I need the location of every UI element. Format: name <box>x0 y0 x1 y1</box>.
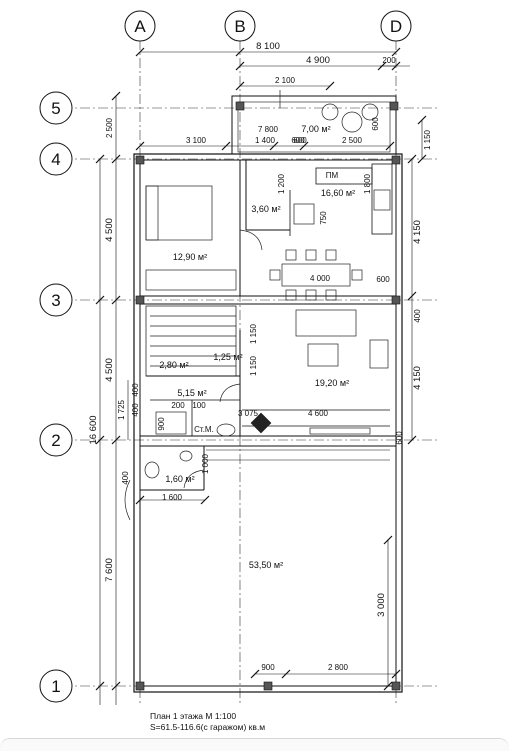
room-area-balcony: 7,00 м² <box>301 124 330 134</box>
fireplace <box>250 412 272 434</box>
axis-bubble-3 <box>39 283 73 317</box>
axis-bubble-d <box>380 10 412 42</box>
dim-overall-width: 8 100 <box>256 41 280 52</box>
dim-left-d3: 4 500 <box>104 358 115 382</box>
dining-table <box>281 263 351 287</box>
room-area-wc: 1,60 м² <box>165 474 194 484</box>
dim-inner-i6: 1 150 <box>249 355 258 376</box>
dimension-lines <box>99 51 423 705</box>
axis-label-b: B <box>234 17 245 36</box>
dim-inner-i14: 2 800 <box>328 663 349 672</box>
axis-bubble-5 <box>39 91 73 125</box>
dim-balcony-h: 7 800 <box>258 125 279 134</box>
axis-label-1: 1 <box>51 677 60 696</box>
page-bottom-edge <box>0 738 509 751</box>
dim-inner-i4: 4 000 <box>310 274 331 283</box>
dim-left-d1: 2 500 <box>105 117 114 138</box>
dim-inner-i9: 200 <box>171 401 185 410</box>
furniture <box>124 90 391 521</box>
balcony-chair <box>321 103 339 121</box>
axis-bubbles <box>39 10 412 703</box>
room-area-pantry: 3,60 м² <box>251 204 280 214</box>
dim-left-d6: 400 <box>131 383 140 397</box>
dim-inner-i7: 3 075 <box>238 409 259 418</box>
dim-right-r8: 600 <box>395 431 404 445</box>
dim-left-d8: 900 <box>157 417 166 431</box>
axis-label-4: 4 <box>51 150 60 169</box>
room-area-kitchen: 16,60 м² <box>321 188 355 198</box>
label-stm: Ст.М. <box>194 425 214 434</box>
walls <box>133 95 403 693</box>
dim-inner-i11: 1 000 <box>201 453 210 474</box>
axis-bubble-a <box>124 10 156 42</box>
bed <box>145 185 213 241</box>
dim-inner-i3: 750 <box>319 211 328 225</box>
dim-right-r7: 600 <box>371 117 380 131</box>
dim-right-r2: 4 150 <box>412 220 423 244</box>
axis-label-2: 2 <box>51 431 60 450</box>
dim-balcony-width: 2 100 <box>275 76 296 85</box>
coffee-table <box>307 343 339 367</box>
sofa <box>295 309 357 337</box>
axis-bubble-2 <box>39 423 73 457</box>
room-area-bedroom: 12,90 м² <box>173 252 207 262</box>
dim-right-small: 200 <box>382 56 396 65</box>
room-area-closet: 1,25 м² <box>213 352 242 362</box>
dim-row4-a: 3 100 <box>186 136 207 145</box>
caption-line-1: План 1 этажа М 1:100 <box>150 711 236 721</box>
dim-inner-i8: 4 600 <box>308 409 329 418</box>
label-pm: ПМ <box>326 171 339 180</box>
tv-unit <box>309 427 371 435</box>
dim-inner-i5: 1 150 <box>249 323 258 344</box>
dim-inner-i16: 400 <box>131 403 140 417</box>
dim-left-d7: 400 <box>121 471 130 485</box>
dim-right-r4: 400 <box>413 309 422 323</box>
axis-label-3: 3 <box>51 291 60 310</box>
axis-bubble-1 <box>39 669 73 703</box>
dim-right-r5: 3 000 <box>376 593 387 617</box>
dim-left-d2: 4 500 <box>104 218 115 242</box>
axis-label-d: D <box>390 17 402 36</box>
dim-inner-i13: 900 <box>261 663 275 672</box>
dim-total-height: 16 600 <box>88 415 99 444</box>
room-area-stair: 2,80 м² <box>159 360 188 370</box>
wardrobe <box>145 269 237 291</box>
dim-right-r3: 4 150 <box>412 366 423 390</box>
dim-left-d4: 7 600 <box>104 558 115 582</box>
axis-bubble-b <box>224 10 256 42</box>
dim-left-d5: 1 725 <box>117 399 126 420</box>
axis-bubble-4 <box>39 142 73 176</box>
toilet <box>144 461 160 479</box>
dim-row4-b: 1 400 <box>255 136 276 145</box>
room-area-garage: 53,50 м² <box>249 560 283 570</box>
dim-right-r1: 1 150 <box>423 129 432 150</box>
kitchen-sink <box>373 189 391 211</box>
dim-row4-c: 600 <box>291 136 305 145</box>
dim-inner-i2: 1 800 <box>363 173 372 194</box>
room-area-living: 19,20 м² <box>315 378 349 388</box>
dim-inner-i15: 600 <box>293 136 307 145</box>
dim-right-width: 4 900 <box>306 55 330 66</box>
dim-right-r6: 600 <box>376 275 390 284</box>
sink <box>216 423 236 437</box>
dim-inner-i12: 1 600 <box>162 493 183 502</box>
axis-label-a: A <box>134 17 146 36</box>
room-area-hall: 5,15 м² <box>177 388 206 398</box>
caption-line-2: S=61.5-116.6(с гаражом) кв.м <box>150 722 265 732</box>
dim-row4-d: 2 500 <box>342 136 363 145</box>
axis-label-5: 5 <box>51 99 60 118</box>
dim-inner-i10: 100 <box>192 401 206 410</box>
structural-columns <box>135 101 401 691</box>
dim-inner-i1: 1 200 <box>277 173 286 194</box>
bathtub <box>155 411 187 435</box>
